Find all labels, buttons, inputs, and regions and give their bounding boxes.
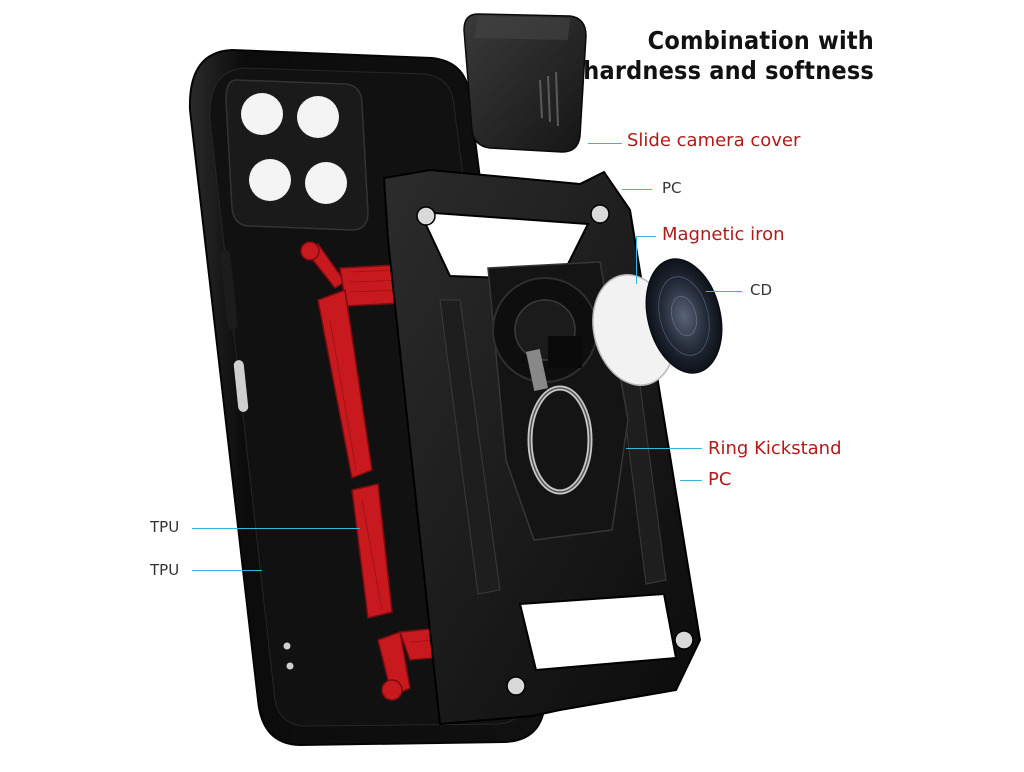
pc-armor-frame: [382, 168, 702, 726]
leader-line-pc-top: [622, 189, 652, 190]
leader-line-tpu-lower: [192, 570, 262, 571]
label-tpu-lower: TPU: [150, 561, 180, 579]
label-slide-camera-cover: Slide camera cover: [627, 130, 801, 151]
headline-line-1: Combination with: [647, 26, 874, 55]
label-pc-top: PC: [662, 179, 682, 197]
leader-line-tpu-upper: [192, 528, 360, 529]
leader-line-pc-bottom: [680, 480, 702, 481]
label-ring-kickstand: Ring Kickstand: [708, 438, 842, 459]
label-pc-bottom: PC: [708, 469, 732, 490]
headline-line-2: hardness and softness: [583, 56, 874, 85]
label-cd: CD: [750, 281, 773, 299]
cd-plate: [645, 258, 723, 374]
leader-line-ring-kickstand: [626, 448, 702, 449]
headline: Combination with hardness and softness: [583, 26, 874, 86]
leader-line-magnetic-iron: [636, 236, 656, 237]
ring-kickstand: [492, 277, 598, 495]
label-magnetic-iron: Magnetic iron: [662, 224, 785, 245]
label-tpu-upper: TPU: [150, 518, 180, 536]
leader-line-magnetic-iron-drop: [636, 236, 637, 284]
leader-line-cd: [706, 291, 742, 292]
slide-camera-cover: [463, 13, 587, 153]
camera-module: [225, 79, 369, 231]
leader-line-camera-cover: [588, 143, 622, 144]
